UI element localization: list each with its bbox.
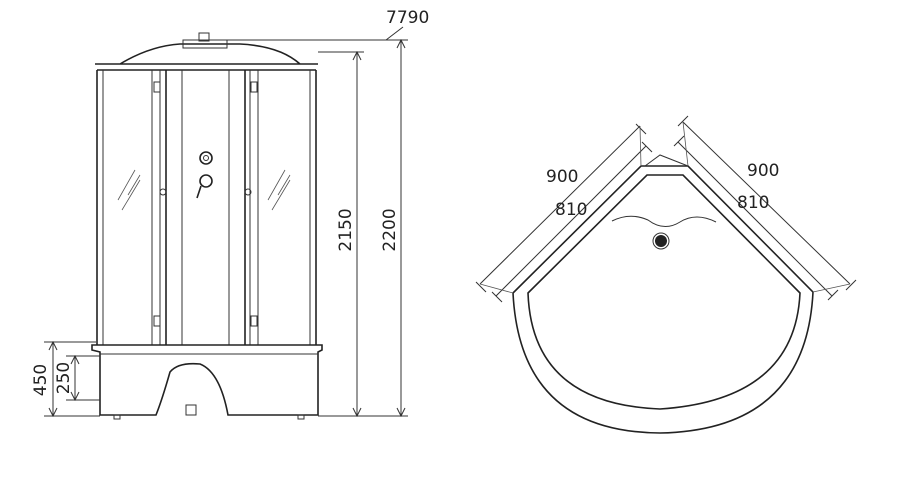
hinge-icon <box>250 315 258 327</box>
plan-tray-inner <box>527 174 801 410</box>
plan-wave-line <box>611 215 717 227</box>
hinge-icon <box>250 81 258 93</box>
side-view <box>91 32 323 420</box>
plan-dim-left-inner <box>491 141 653 303</box>
arrow-icon <box>70 354 80 402</box>
top-leader-line <box>210 26 404 41</box>
hinge-icon <box>153 315 161 327</box>
dim-2150-line <box>318 51 364 417</box>
hinge-icon <box>153 81 161 93</box>
plan-dim-right-outer <box>677 115 857 291</box>
roof-vent-knob <box>198 32 210 42</box>
plan-right-inner-label: 810 <box>737 193 769 213</box>
center-panel <box>165 70 246 345</box>
handle-left-icon <box>159 188 167 196</box>
shower-tray <box>91 344 323 416</box>
cabin-roof <box>95 43 318 71</box>
plan-view <box>475 115 857 434</box>
center-panel-inner <box>181 70 230 345</box>
plan-left-outer-label: 900 <box>546 167 578 187</box>
tray-foot-icon <box>185 404 197 416</box>
glass-reflection-right <box>267 169 291 211</box>
plan-dim-right-inner <box>673 135 839 301</box>
arrow-icon <box>352 50 362 418</box>
drain-ring-icon <box>652 232 670 250</box>
arrow-icon <box>396 38 406 418</box>
mixer-knob-inner-icon <box>203 155 209 161</box>
dim-height-cabin-label: 2150 <box>336 208 356 251</box>
dim-tray-height-label: 450 <box>31 364 51 396</box>
cabin-frame-inner <box>102 70 311 345</box>
plan-left-inner-label: 810 <box>555 200 587 220</box>
plan-extension-lines <box>479 121 851 294</box>
cabin-frame <box>96 70 317 345</box>
plan-tray-outer <box>512 165 814 434</box>
drain-icon <box>655 235 667 247</box>
mixer-knob-icon <box>199 151 213 165</box>
dim-height-total-label: 2200 <box>380 208 400 251</box>
plan-back-ledge <box>644 154 689 167</box>
arrow-icon <box>48 340 58 418</box>
tray-foot-icon <box>113 414 121 420</box>
glass-reflection-left <box>117 169 141 211</box>
right-door <box>249 70 259 345</box>
plan-right-outer-label: 900 <box>747 161 779 181</box>
dim-top-code-label: 7790 <box>386 8 429 28</box>
left-door <box>151 70 161 345</box>
dim-250-line <box>66 355 100 401</box>
side-dimensions <box>44 26 408 418</box>
mixer-lever-icon <box>199 174 213 188</box>
tray-foot-icon <box>297 414 305 420</box>
mixer-lever-handle-icon <box>196 185 202 199</box>
roof-vent <box>182 39 228 49</box>
handle-right-icon <box>244 188 252 196</box>
plan-dim-left-outer <box>475 123 647 293</box>
dim-tray-step-label: 250 <box>54 362 74 394</box>
